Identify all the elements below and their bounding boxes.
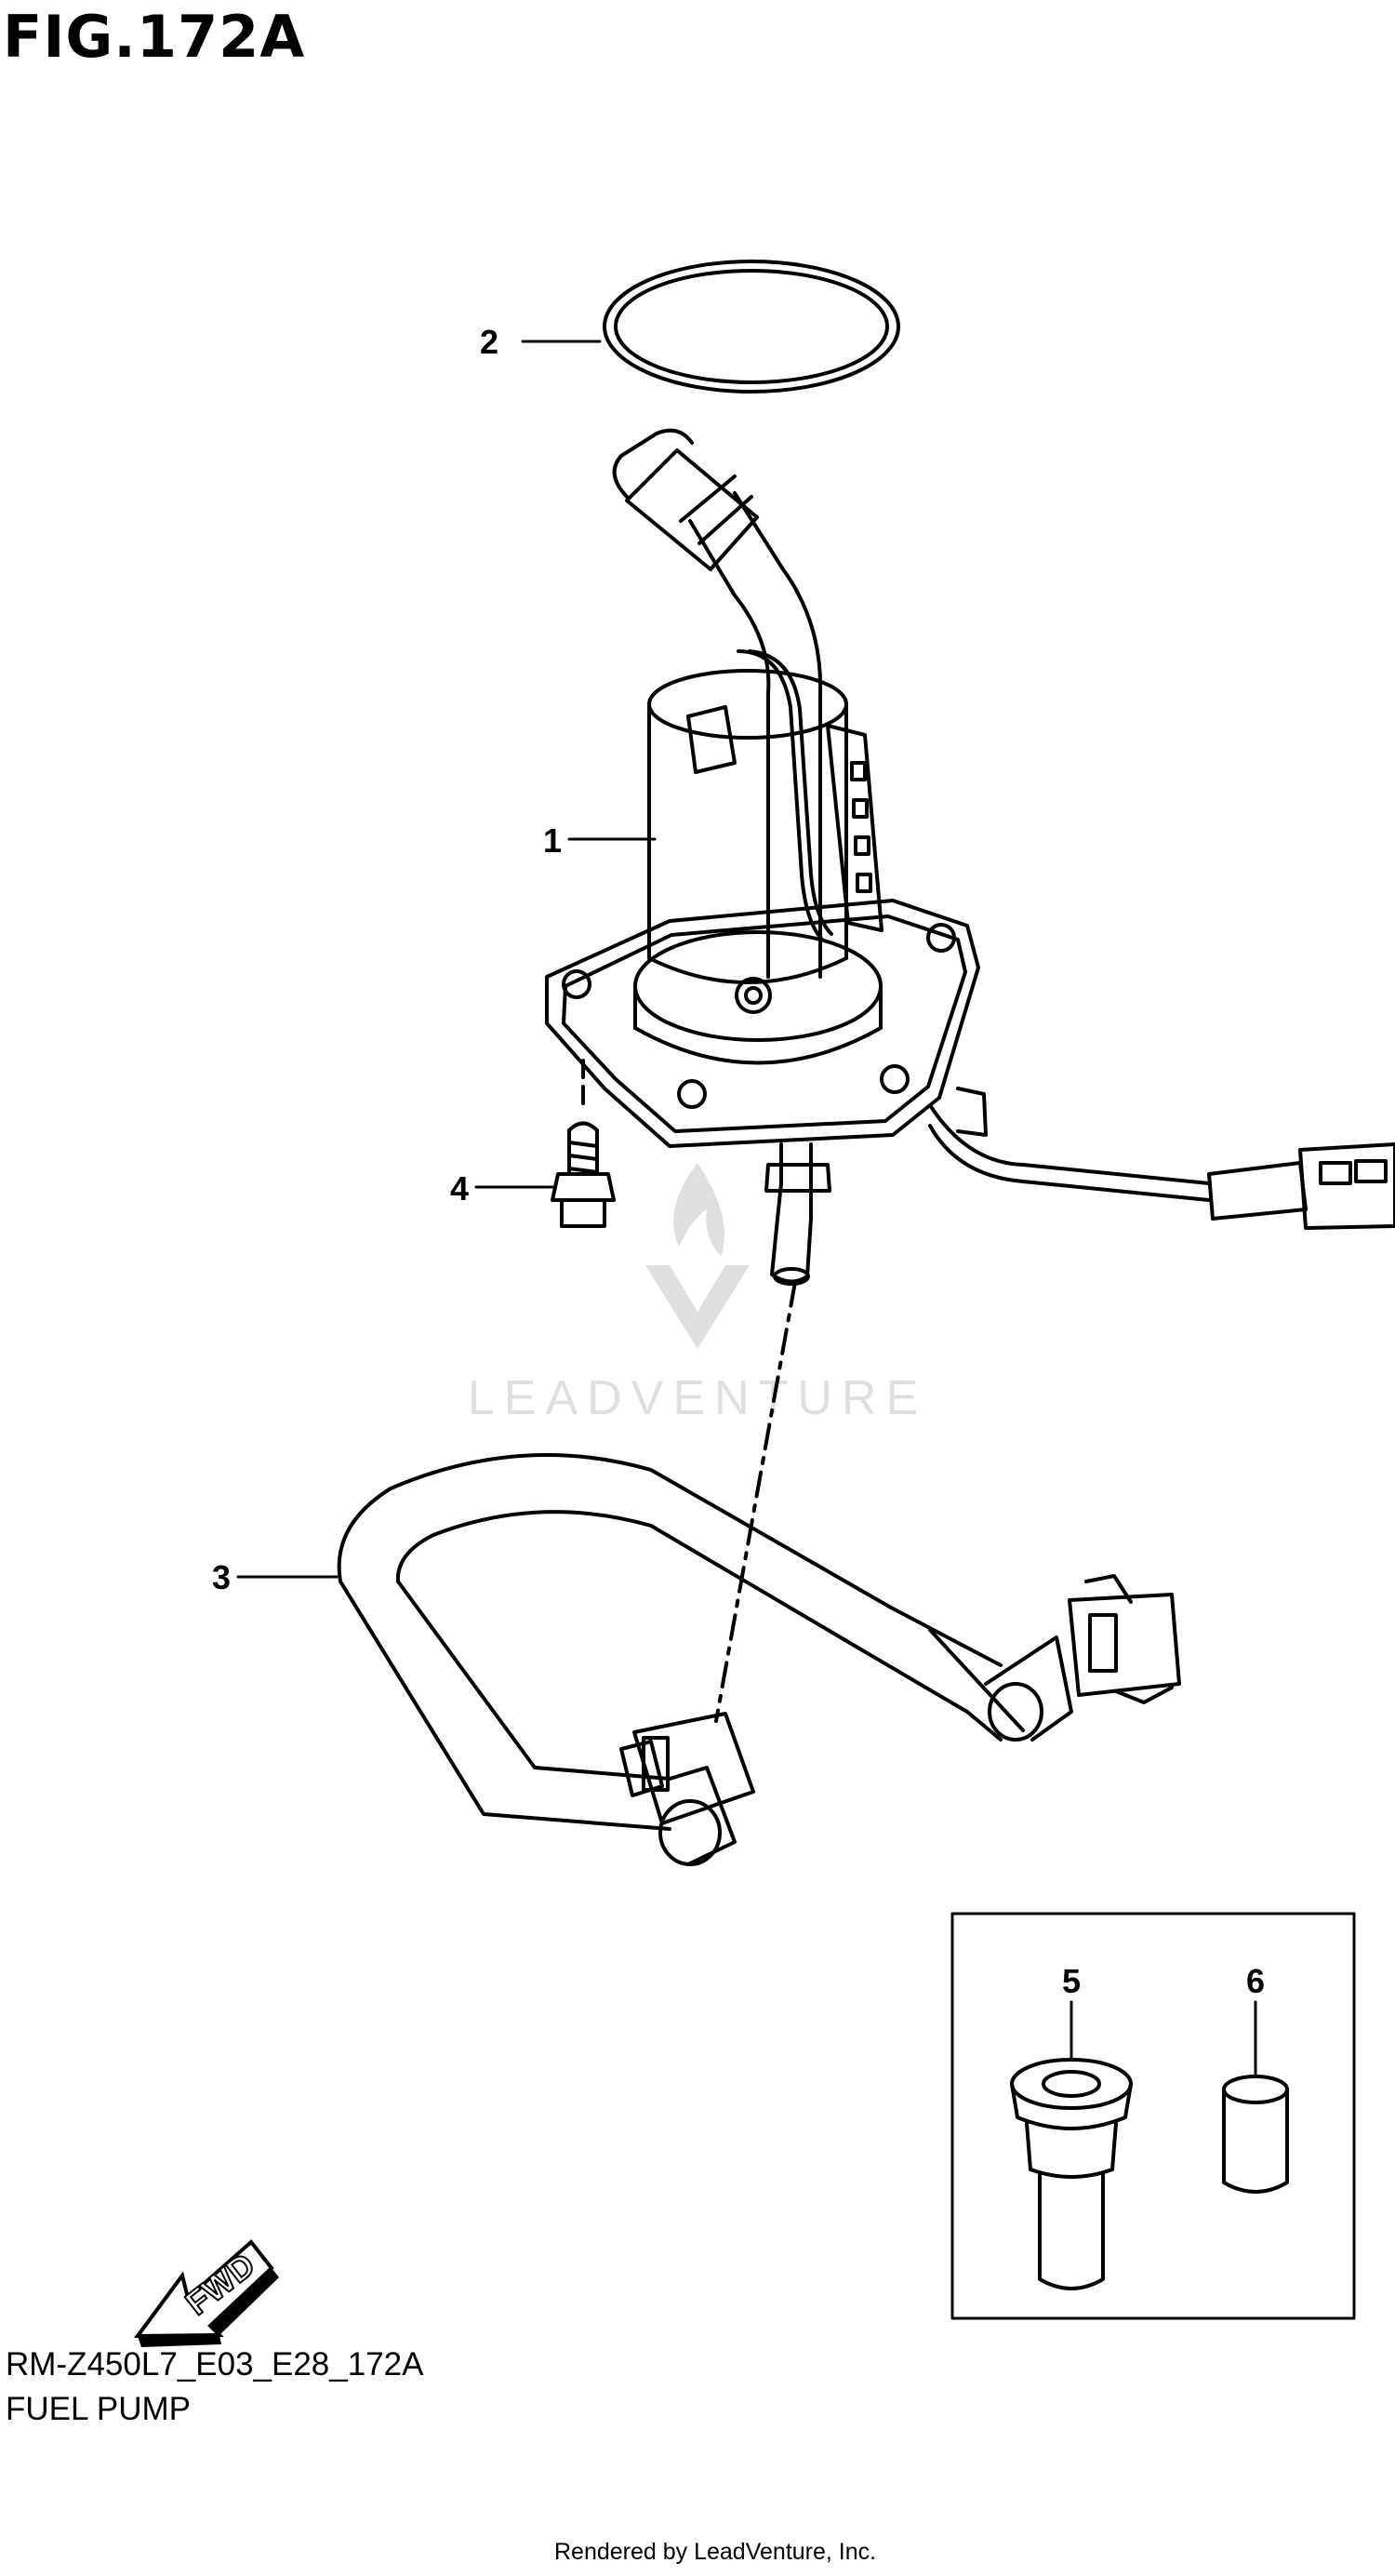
diagram-code: RM-Z450L7_E03_E28_172A: [6, 2346, 424, 2382]
watermark-v-icon: [645, 1265, 750, 1349]
forward-direction-arrow: FWD: [134, 2239, 279, 2347]
figure-title: FIG.172A: [3, 3, 306, 71]
small-parts-box: [950, 1912, 1356, 2320]
diagram-name: FUEL PUMP: [6, 2391, 192, 2427]
callout-1[interactable]: 1: [543, 821, 562, 860]
o-ring-part[interactable]: [603, 260, 900, 394]
fuel-pump-assembly-part[interactable]: [545, 428, 1395, 1286]
watermark-flame-icon: [673, 1163, 725, 1256]
watermark: LEADVENTURE: [468, 1163, 927, 1425]
render-credit: Rendered by LeadVenture, Inc.: [554, 2539, 877, 2565]
callout-2[interactable]: 2: [480, 323, 498, 361]
grommet-part[interactable]: [1010, 2058, 1133, 2290]
callout-5[interactable]: 5: [1062, 1962, 1081, 2000]
fuel-hose-part[interactable]: [337, 1453, 1181, 1866]
callout-4[interactable]: 4: [450, 1169, 469, 1208]
watermark-text: LEADVENTURE: [468, 1371, 927, 1425]
callout-3[interactable]: 3: [212, 1558, 231, 1596]
flange-bolt-part[interactable]: [551, 1121, 616, 1228]
callout-6[interactable]: 6: [1246, 1962, 1265, 2000]
cap-part[interactable]: [1222, 2075, 1289, 2194]
